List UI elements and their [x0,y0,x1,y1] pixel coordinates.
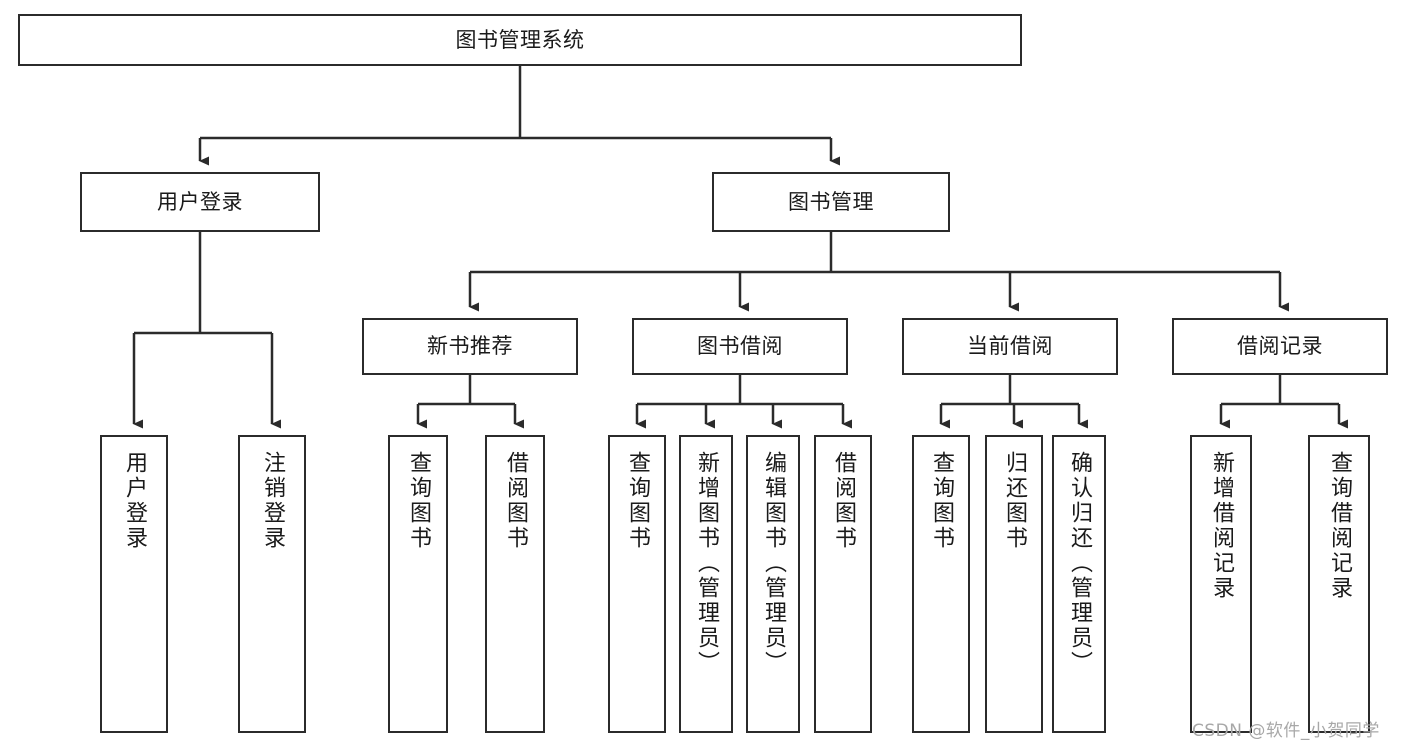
node-label: 确认归还（管理员） [1067,451,1092,676]
node-label: 用户登录 [122,451,147,551]
node-label: 新增图书（管理员） [694,451,719,676]
node-label: 借阅记录 [1237,334,1323,359]
function-node-新增借阅记录[interactable]: 新增借阅记录 [1190,435,1252,733]
node-label: 图书管理系统 [455,27,585,52]
function-node-新增图书管理员[interactable]: 新增图书（管理员） [679,435,733,733]
node-label: 用户登录 [157,189,243,214]
node-label: 图书借阅 [697,334,783,359]
submodule-node-新书推荐[interactable]: 新书推荐 [362,318,578,375]
function-node-查询图书[interactable]: 查询图书 [388,435,448,733]
watermark: CSDN @软件_小贺同学 [1192,721,1380,741]
function-node-注销登录[interactable]: 注销登录 [238,435,306,733]
node-label: 注销登录 [260,451,285,551]
function-node-借阅图书[interactable]: 借阅图书 [485,435,545,733]
node-label: 新书推荐 [427,334,513,359]
node-label: 归还图书 [1002,451,1027,551]
node-label: 查询借阅记录 [1327,451,1352,601]
submodule-node-当前借阅[interactable]: 当前借阅 [902,318,1118,375]
function-node-查询借阅记录[interactable]: 查询借阅记录 [1308,435,1370,733]
node-label: 新增借阅记录 [1209,451,1234,601]
submodule-node-图书借阅[interactable]: 图书借阅 [632,318,848,375]
node-label: 编辑图书（管理员） [761,451,786,676]
submodule-node-借阅记录[interactable]: 借阅记录 [1172,318,1388,375]
function-node-借阅图书[interactable]: 借阅图书 [814,435,872,733]
function-node-查询图书[interactable]: 查询图书 [912,435,970,733]
node-label: 借阅图书 [503,451,528,551]
root-node-图书管理系统[interactable]: 图书管理系统 [18,14,1022,66]
node-label: 借阅图书 [831,451,856,551]
function-node-查询图书[interactable]: 查询图书 [608,435,666,733]
function-node-确认归还管理员[interactable]: 确认归还（管理员） [1052,435,1106,733]
node-label: 查询图书 [406,451,431,551]
function-node-用户登录[interactable]: 用户登录 [100,435,168,733]
node-label: 查询图书 [929,451,954,551]
node-label: 查询图书 [625,451,650,551]
function-node-编辑图书管理员[interactable]: 编辑图书（管理员） [746,435,800,733]
node-label: 当前借阅 [967,334,1053,359]
node-label: 图书管理 [788,189,874,214]
module-node-用户登录[interactable]: 用户登录 [80,172,320,232]
module-node-图书管理[interactable]: 图书管理 [712,172,950,232]
function-node-归还图书[interactable]: 归还图书 [985,435,1043,733]
